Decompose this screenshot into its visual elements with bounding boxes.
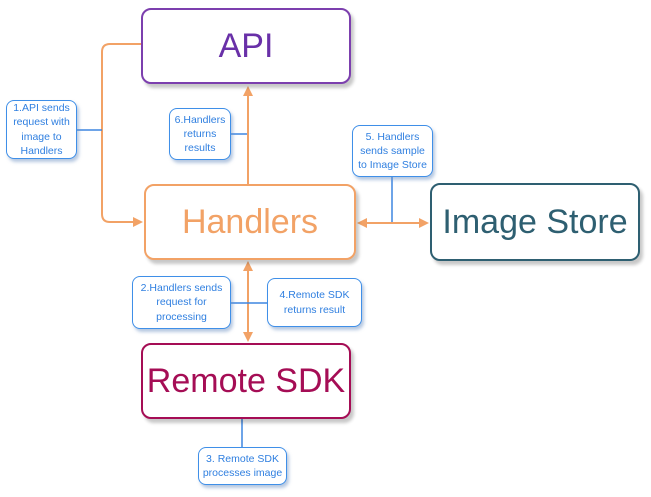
step-note-2[interactable]: 2.Handlers sends request for processing (132, 276, 231, 329)
node-remote-sdk-label: Remote SDK (146, 361, 346, 400)
node-api-label: API (218, 26, 274, 65)
step-note-6-label: 6.Handlers returns results (174, 113, 226, 155)
step-note-5-label: 5. Handlers sends sample to Image Store (358, 130, 427, 172)
node-handlers[interactable]: Handlers (144, 184, 356, 260)
node-image-store[interactable]: Image Store (430, 183, 640, 261)
arrowhead-into-remotesdk-top (243, 332, 253, 342)
arrowhead-into-imagestore-left (419, 218, 429, 228)
step-note-1[interactable]: 1.API sends request with image to Handle… (6, 100, 77, 159)
node-remote-sdk[interactable]: Remote SDK (141, 343, 351, 419)
step-note-3-label: 3. Remote SDK processes image (202, 452, 283, 479)
arrowhead-into-handlers-bottom (243, 261, 253, 271)
step-note-2-label: 2.Handlers sends request for processing (140, 282, 223, 323)
connector-api-to-handlers (101, 43, 141, 223)
step-note-5[interactable]: 5. Handlers sends sample to Image Store (352, 125, 433, 177)
arrowhead-into-handlers-left (133, 217, 143, 227)
step-note-4-label: 4.Remote SDK returns result (279, 289, 350, 316)
node-handlers-label: Handlers (181, 202, 319, 241)
node-image-store-label: Image Store (442, 202, 628, 241)
step-note-3[interactable]: 3. Remote SDK processes image (198, 447, 287, 485)
step-note-1-label: 1.API sends request with image to Handle… (13, 102, 70, 157)
node-api[interactable]: API (141, 8, 351, 84)
arrowhead-into-api-bottom (243, 86, 253, 96)
step-note-6[interactable]: 6.Handlers returns results (169, 108, 231, 160)
arrowhead-into-handlers-right (357, 218, 367, 228)
step-note-4[interactable]: 4.Remote SDK returns result (267, 278, 362, 327)
